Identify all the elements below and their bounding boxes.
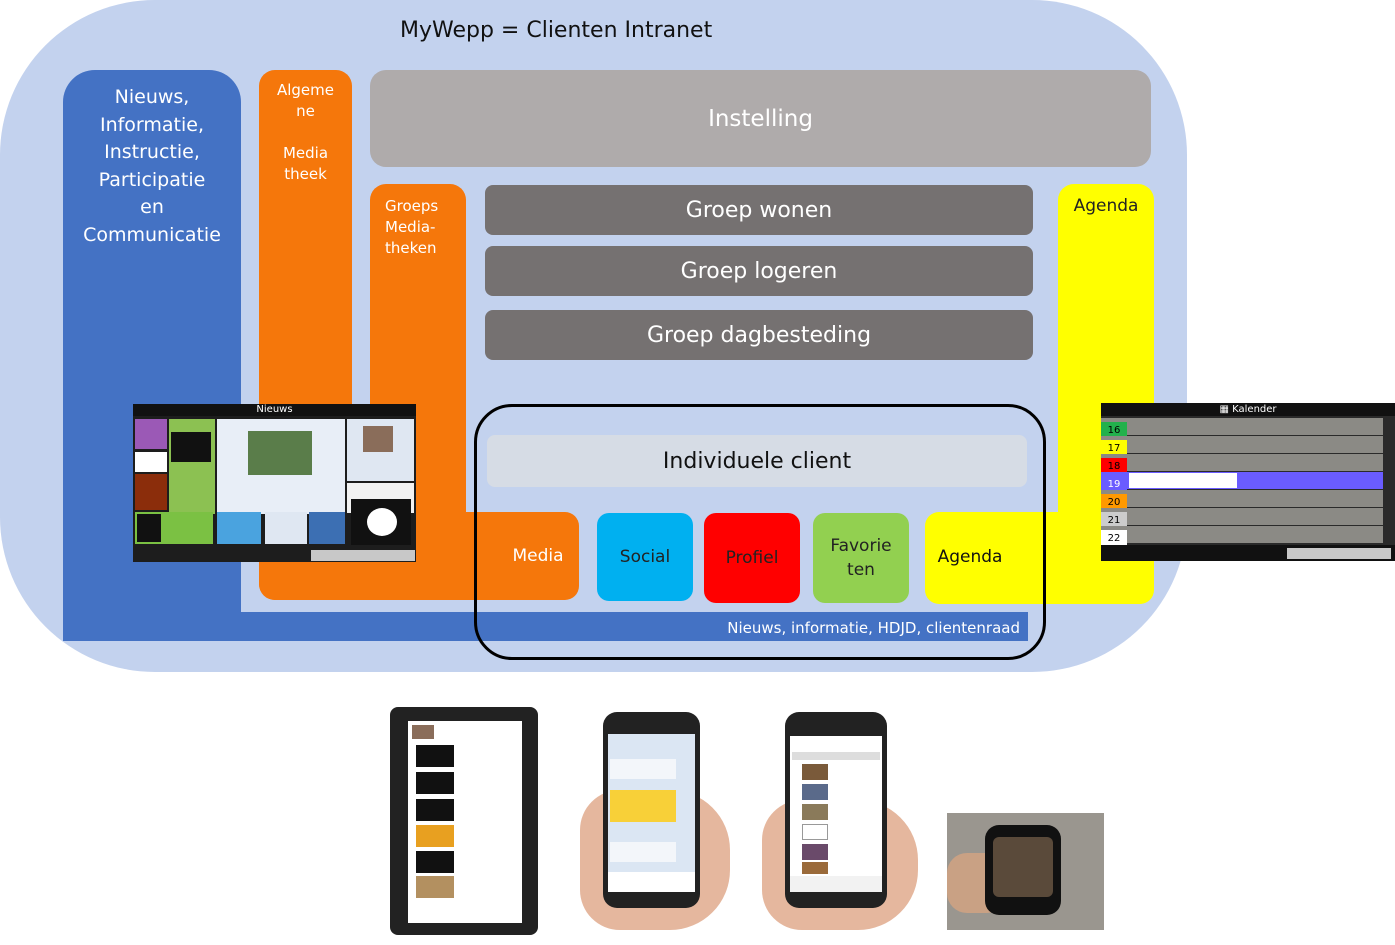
tile-media-label: Media [512, 546, 564, 566]
calendar-day: 22 [1101, 530, 1127, 547]
calendar-day: 20 [1101, 494, 1127, 511]
calendar-day: 16 [1101, 422, 1127, 439]
news-column-label: Nieuws, Informatie, Instructie, Particip… [83, 86, 221, 246]
individual-client-label: Individuele client [487, 435, 1027, 487]
tile-profiel-label: Profiel [725, 548, 779, 568]
calendar-row: 19 [1101, 472, 1383, 493]
group-dagbesteding: Groep dagbesteding [485, 310, 1033, 360]
calendar-day: 18 [1101, 458, 1127, 475]
calendar-row: 17 [1101, 436, 1383, 457]
tile-agenda-label: Agenda [937, 547, 1003, 567]
group-media-label: Groeps Media- theken [385, 197, 439, 257]
group-logeren: Groep logeren [485, 246, 1033, 296]
calendar-row: 22 [1101, 526, 1383, 547]
individual-client-frame [474, 404, 1046, 660]
diagram-title: MyWepp = Clienten Intranet [400, 18, 713, 43]
calendar-screenshot: ▦ Kalender 16 17 18 19 20 21 22 [1101, 403, 1395, 561]
calendar-day: 17 [1101, 440, 1127, 457]
calendar-day: 21 [1101, 512, 1127, 529]
calendar-screenshot-title: Kalender [1232, 404, 1277, 415]
calendar-day: 19 [1101, 476, 1127, 493]
news-strip-label: Nieuws, informatie, HDJD, clientenraad [727, 619, 1020, 637]
calendar-row: 20 [1101, 490, 1383, 511]
tile-favorieten-label: Favorie ten [830, 536, 892, 580]
general-media-label: Algeme ne Media theek [276, 81, 335, 183]
calendar-row: 21 [1101, 508, 1383, 529]
tile-social: Social [597, 513, 693, 601]
group-wonen: Groep wonen [485, 185, 1033, 235]
instelling-box: Instelling [370, 70, 1151, 167]
agenda-column-label: Agenda [1073, 196, 1139, 216]
calendar-row: 16 [1101, 418, 1383, 439]
phone-agenda-image [785, 712, 887, 908]
tile-social-label: Social [619, 547, 671, 567]
news-screenshot: Nieuws [133, 404, 416, 562]
news-screenshot-title: Nieuws [133, 404, 416, 416]
tile-favorieten: Favorie ten [813, 513, 909, 603]
news-strip [63, 612, 1028, 641]
tablet-image [390, 707, 538, 935]
calendar-icon: ▦ [1219, 404, 1229, 415]
phone-social-image [603, 712, 700, 908]
tile-profiel: Profiel [704, 513, 800, 603]
calendar-row: 18 [1101, 454, 1383, 475]
smartwatch-image [947, 813, 1104, 930]
